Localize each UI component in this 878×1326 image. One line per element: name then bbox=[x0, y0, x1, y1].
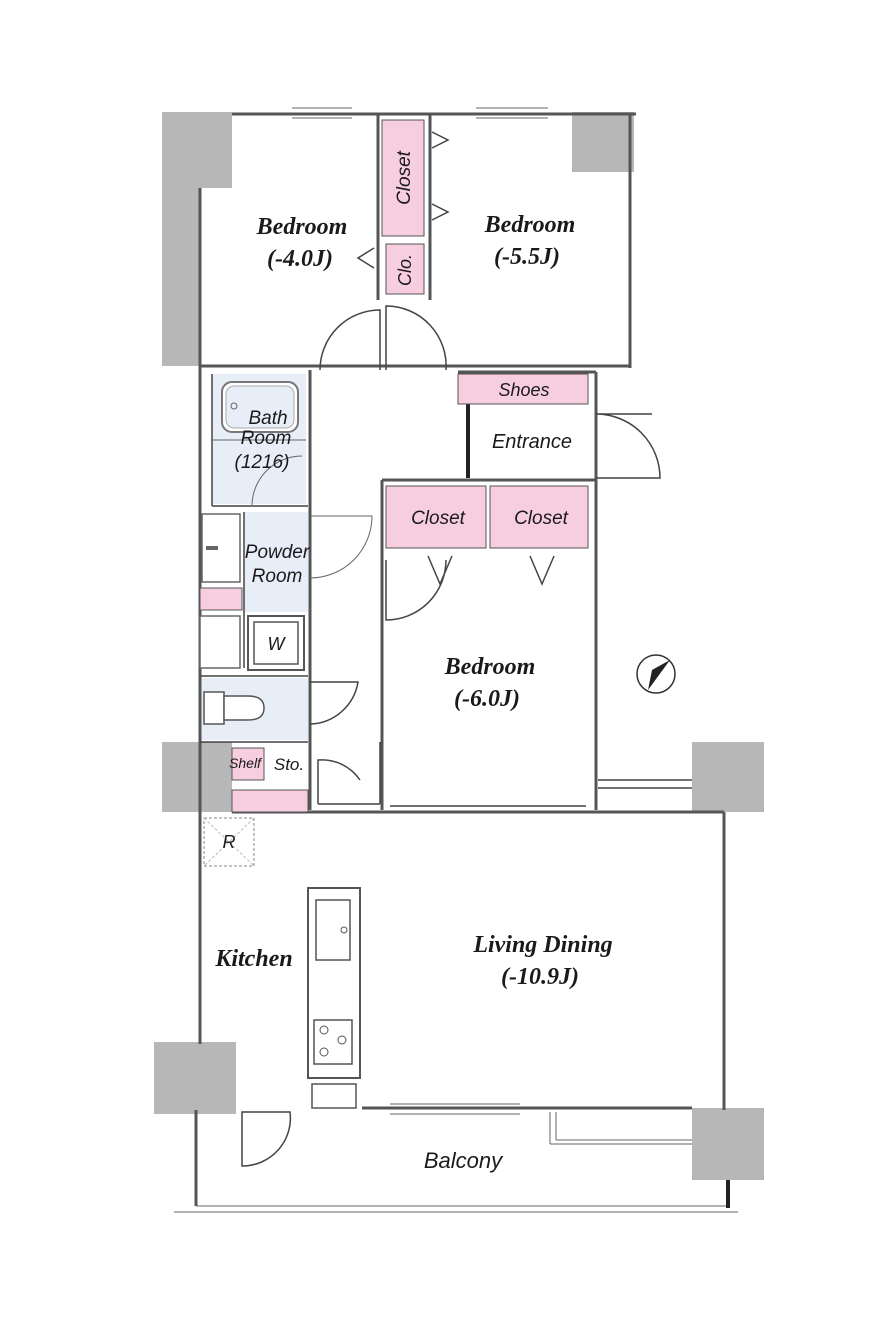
doors bbox=[241, 131, 661, 1167]
compass-icon bbox=[636, 654, 676, 694]
washer-icon bbox=[247, 615, 305, 671]
shelf-storage bbox=[231, 747, 265, 781]
powder-label-line1: Powder bbox=[245, 542, 310, 563]
closet-vertical bbox=[381, 119, 425, 237]
kitchen-counter bbox=[307, 887, 361, 1109]
entrance-name: Entrance bbox=[492, 431, 572, 453]
balcony-name: Balcony bbox=[424, 1148, 504, 1173]
shoes-storage bbox=[457, 373, 589, 405]
clo-storage bbox=[385, 243, 425, 295]
bath-label-line3: (1216) bbox=[235, 452, 290, 473]
powder-label-line2: Room bbox=[252, 566, 303, 587]
hall-storage bbox=[231, 789, 309, 813]
refrigerator-icon bbox=[203, 817, 255, 867]
shelf-label: Shelf bbox=[229, 755, 263, 771]
sto-label: Sto. bbox=[274, 755, 304, 774]
washer-label: W bbox=[268, 634, 287, 654]
closet-a-label: Closet bbox=[411, 508, 466, 529]
closet-vertical-label: Closet bbox=[394, 150, 415, 205]
kitchen-name: Kitchen bbox=[214, 946, 292, 972]
bedroom-2-name: Bedroom bbox=[484, 212, 576, 238]
bath-label-line1: Bath bbox=[248, 408, 287, 429]
bedroom-3-size: (-6.0J) bbox=[454, 686, 520, 712]
bedroom-2-size: (-5.5J) bbox=[494, 244, 560, 270]
windows bbox=[292, 107, 548, 1115]
bathtub-icon bbox=[221, 381, 299, 433]
powder-cabinet bbox=[199, 615, 241, 669]
toilet-icon bbox=[203, 691, 265, 725]
closet-a bbox=[385, 485, 487, 549]
powder-room-area bbox=[244, 512, 308, 612]
powder-shelf bbox=[199, 587, 243, 611]
shoes-label: Shoes bbox=[498, 380, 549, 400]
living-dining-size: (-10.9J) bbox=[501, 964, 579, 990]
bedroom-3-name: Bedroom bbox=[444, 654, 536, 680]
closet-b bbox=[489, 485, 589, 549]
closet-b-label: Closet bbox=[514, 508, 569, 529]
bedroom-1-size: (-4.0J) bbox=[267, 246, 333, 272]
bath-label-line2: Room bbox=[241, 428, 292, 449]
bedroom-1-name: Bedroom bbox=[256, 214, 348, 240]
structural-columns bbox=[154, 112, 764, 1180]
sink-icon bbox=[201, 513, 241, 583]
clo-label: Clo. bbox=[395, 254, 415, 286]
refrigerator-label: R bbox=[223, 832, 236, 852]
walls bbox=[174, 112, 738, 1213]
living-dining-name: Living Dining bbox=[472, 932, 612, 958]
